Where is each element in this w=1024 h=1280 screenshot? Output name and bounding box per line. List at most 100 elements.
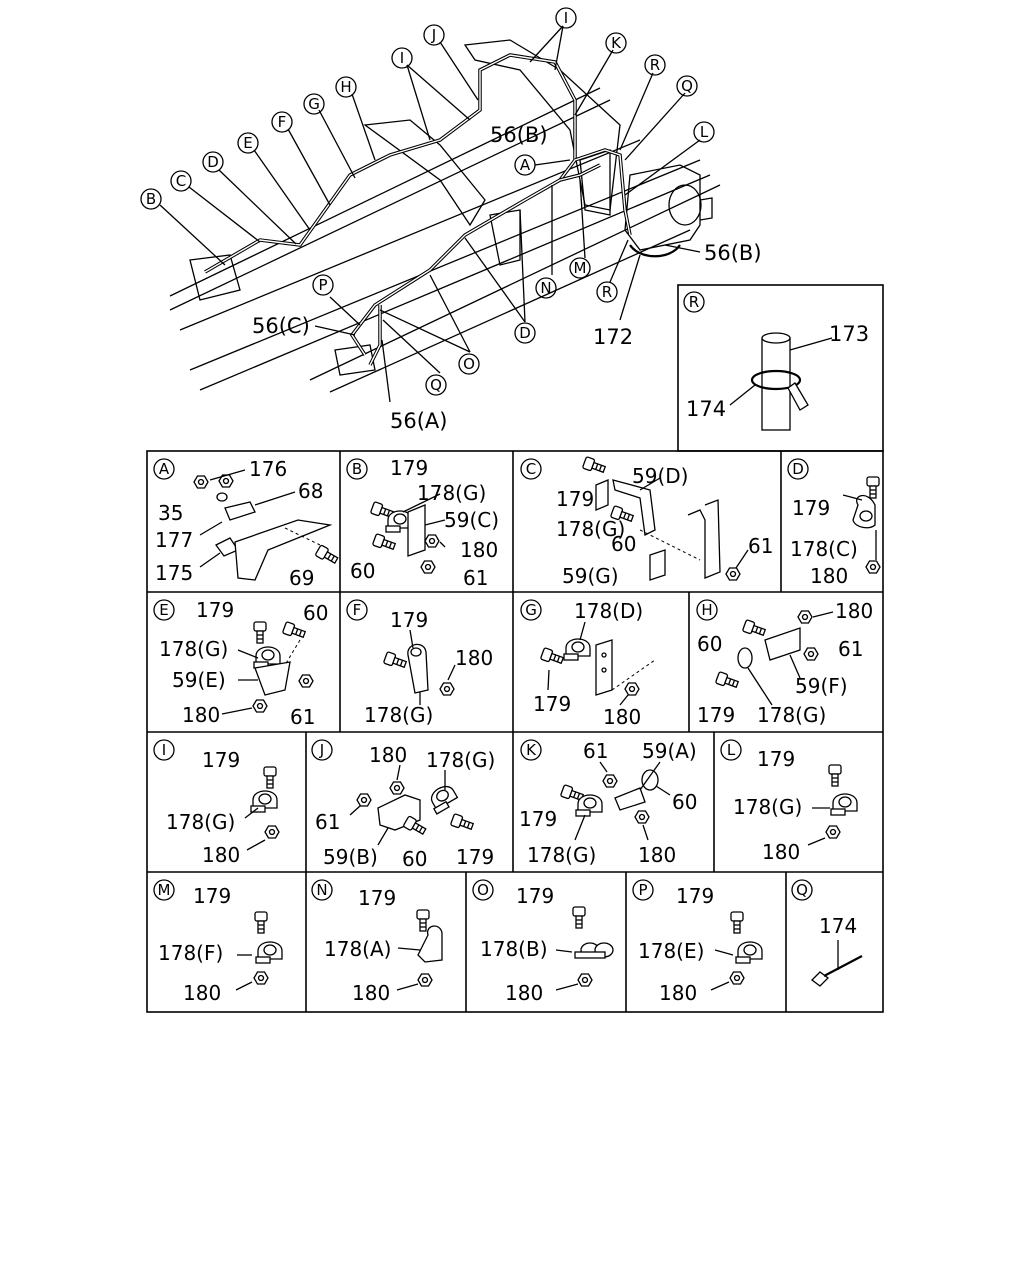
svg-text:179: 179: [533, 692, 571, 716]
svg-text:174: 174: [686, 397, 726, 421]
svg-text:J: J: [319, 741, 324, 759]
svg-text:59(F): 59(F): [795, 674, 848, 698]
svg-text:178(C): 178(C): [790, 537, 858, 561]
callout-N: N: [535, 277, 557, 299]
svg-text:178(F): 178(F): [158, 941, 223, 965]
svg-text:I: I: [564, 9, 568, 27]
svg-text:180: 180: [659, 981, 697, 1005]
label-56a: 56(A): [390, 409, 447, 433]
svg-text:60: 60: [611, 532, 636, 556]
svg-text:I: I: [162, 741, 166, 759]
callout-K: K: [605, 32, 627, 54]
svg-text:61: 61: [838, 637, 863, 661]
svg-text:D: D: [792, 460, 804, 478]
svg-text:59(C): 59(C): [444, 508, 499, 532]
svg-text:179: 179: [358, 886, 396, 910]
label-56c: 56(C): [252, 314, 310, 338]
svg-text:E: E: [159, 601, 168, 619]
callout-O: O: [458, 353, 480, 375]
svg-text:178(G): 178(G): [364, 703, 433, 727]
svg-text:D: D: [519, 324, 531, 342]
svg-text:59(B): 59(B): [323, 845, 378, 869]
svg-text:A: A: [159, 460, 170, 478]
svg-text:L: L: [727, 741, 736, 759]
svg-text:179: 179: [196, 598, 234, 622]
svg-text:180: 180: [369, 743, 407, 767]
callout-J: J: [423, 24, 445, 46]
svg-text:O: O: [463, 355, 475, 373]
callout-L: L: [693, 121, 715, 143]
detail-I: I 179 178(G) 180: [153, 739, 280, 867]
svg-text:A: A: [520, 156, 531, 174]
svg-text:61: 61: [315, 810, 340, 834]
detail-F: F 179 180 178(G): [346, 599, 493, 727]
callout-Q-top: Q: [676, 75, 698, 97]
svg-text:180: 180: [505, 981, 543, 1005]
svg-text:178(G): 178(G): [159, 637, 228, 661]
brake-pipe-lower: [368, 148, 632, 366]
label-56b-top: 56(B): [490, 123, 548, 147]
detail-C: C 179 59(D) 178(G) 60 61 59(G): [520, 455, 773, 588]
svg-text:178(B): 178(B): [480, 937, 548, 961]
svg-text:G: G: [525, 601, 537, 619]
callout-G: G: [303, 93, 325, 115]
detail-K: K 61 59(A) 60 179 178(G) 180: [519, 739, 697, 867]
svg-text:178(G): 178(G): [527, 843, 596, 867]
callout-E: E: [237, 132, 259, 154]
svg-text:R: R: [650, 56, 660, 74]
svg-text:178(D): 178(D): [574, 599, 643, 623]
svg-text:178(G): 178(G): [733, 795, 802, 819]
svg-text:F: F: [353, 601, 362, 619]
svg-text:180: 180: [352, 981, 390, 1005]
svg-text:G: G: [308, 95, 320, 113]
label-172: 172: [593, 325, 633, 349]
svg-text:F: F: [278, 113, 287, 131]
detail-M: M 179 178(F) 180: [153, 879, 283, 1005]
detail-G: G 178(D) 179 180: [520, 599, 656, 729]
svg-text:180: 180: [202, 843, 240, 867]
detail-B: B 179 178(G) 59(C) 180 60 61: [346, 456, 499, 590]
svg-text:K: K: [611, 34, 622, 52]
svg-text:180: 180: [183, 981, 221, 1005]
callout-F: F: [271, 111, 293, 133]
callout-D-bottom: D: [514, 322, 536, 344]
svg-text:180: 180: [455, 646, 493, 670]
svg-text:Q: Q: [681, 77, 693, 95]
callout-D-top: D: [202, 151, 224, 173]
svg-text:178(E): 178(E): [638, 939, 704, 963]
callout-M: M: [569, 257, 591, 279]
svg-text:180: 180: [762, 840, 800, 864]
svg-text:P: P: [318, 276, 327, 294]
svg-text:K: K: [526, 741, 537, 759]
brake-pipe-upper: [204, 53, 577, 356]
label-56b-right: 56(B): [704, 241, 762, 265]
svg-text:D: D: [207, 153, 219, 171]
detail-R: R 173 174: [677, 284, 884, 452]
svg-text:178(G): 178(G): [166, 810, 235, 834]
svg-text:179: 179: [697, 703, 735, 727]
svg-text:179: 179: [519, 807, 557, 831]
svg-text:H: H: [340, 78, 351, 96]
detail-grid: [146, 450, 884, 1013]
svg-text:68: 68: [298, 479, 323, 503]
svg-text:179: 179: [676, 884, 714, 908]
svg-text:173: 173: [829, 322, 869, 346]
svg-text:60: 60: [350, 559, 375, 583]
svg-text:175: 175: [155, 561, 193, 585]
svg-text:174: 174: [819, 914, 857, 938]
svg-text:178(A): 178(A): [324, 937, 391, 961]
svg-text:60: 60: [672, 790, 697, 814]
callout-I-right: I: [555, 7, 577, 29]
svg-text:179: 179: [792, 496, 830, 520]
callout-Q-bottom: Q: [425, 374, 447, 396]
svg-text:69: 69: [289, 566, 314, 590]
svg-text:60: 60: [402, 847, 427, 871]
detail-O: O 179 178(B) 180: [472, 879, 614, 1005]
callout-C: C: [170, 170, 192, 192]
detail-E: E 179 60 178(G) 59(E) 180 61: [153, 598, 328, 729]
svg-text:179: 179: [456, 845, 494, 869]
svg-text:179: 179: [516, 884, 554, 908]
callout-R-top: R: [644, 54, 666, 76]
svg-text:R: R: [689, 293, 699, 311]
callout-P: P: [312, 274, 334, 296]
